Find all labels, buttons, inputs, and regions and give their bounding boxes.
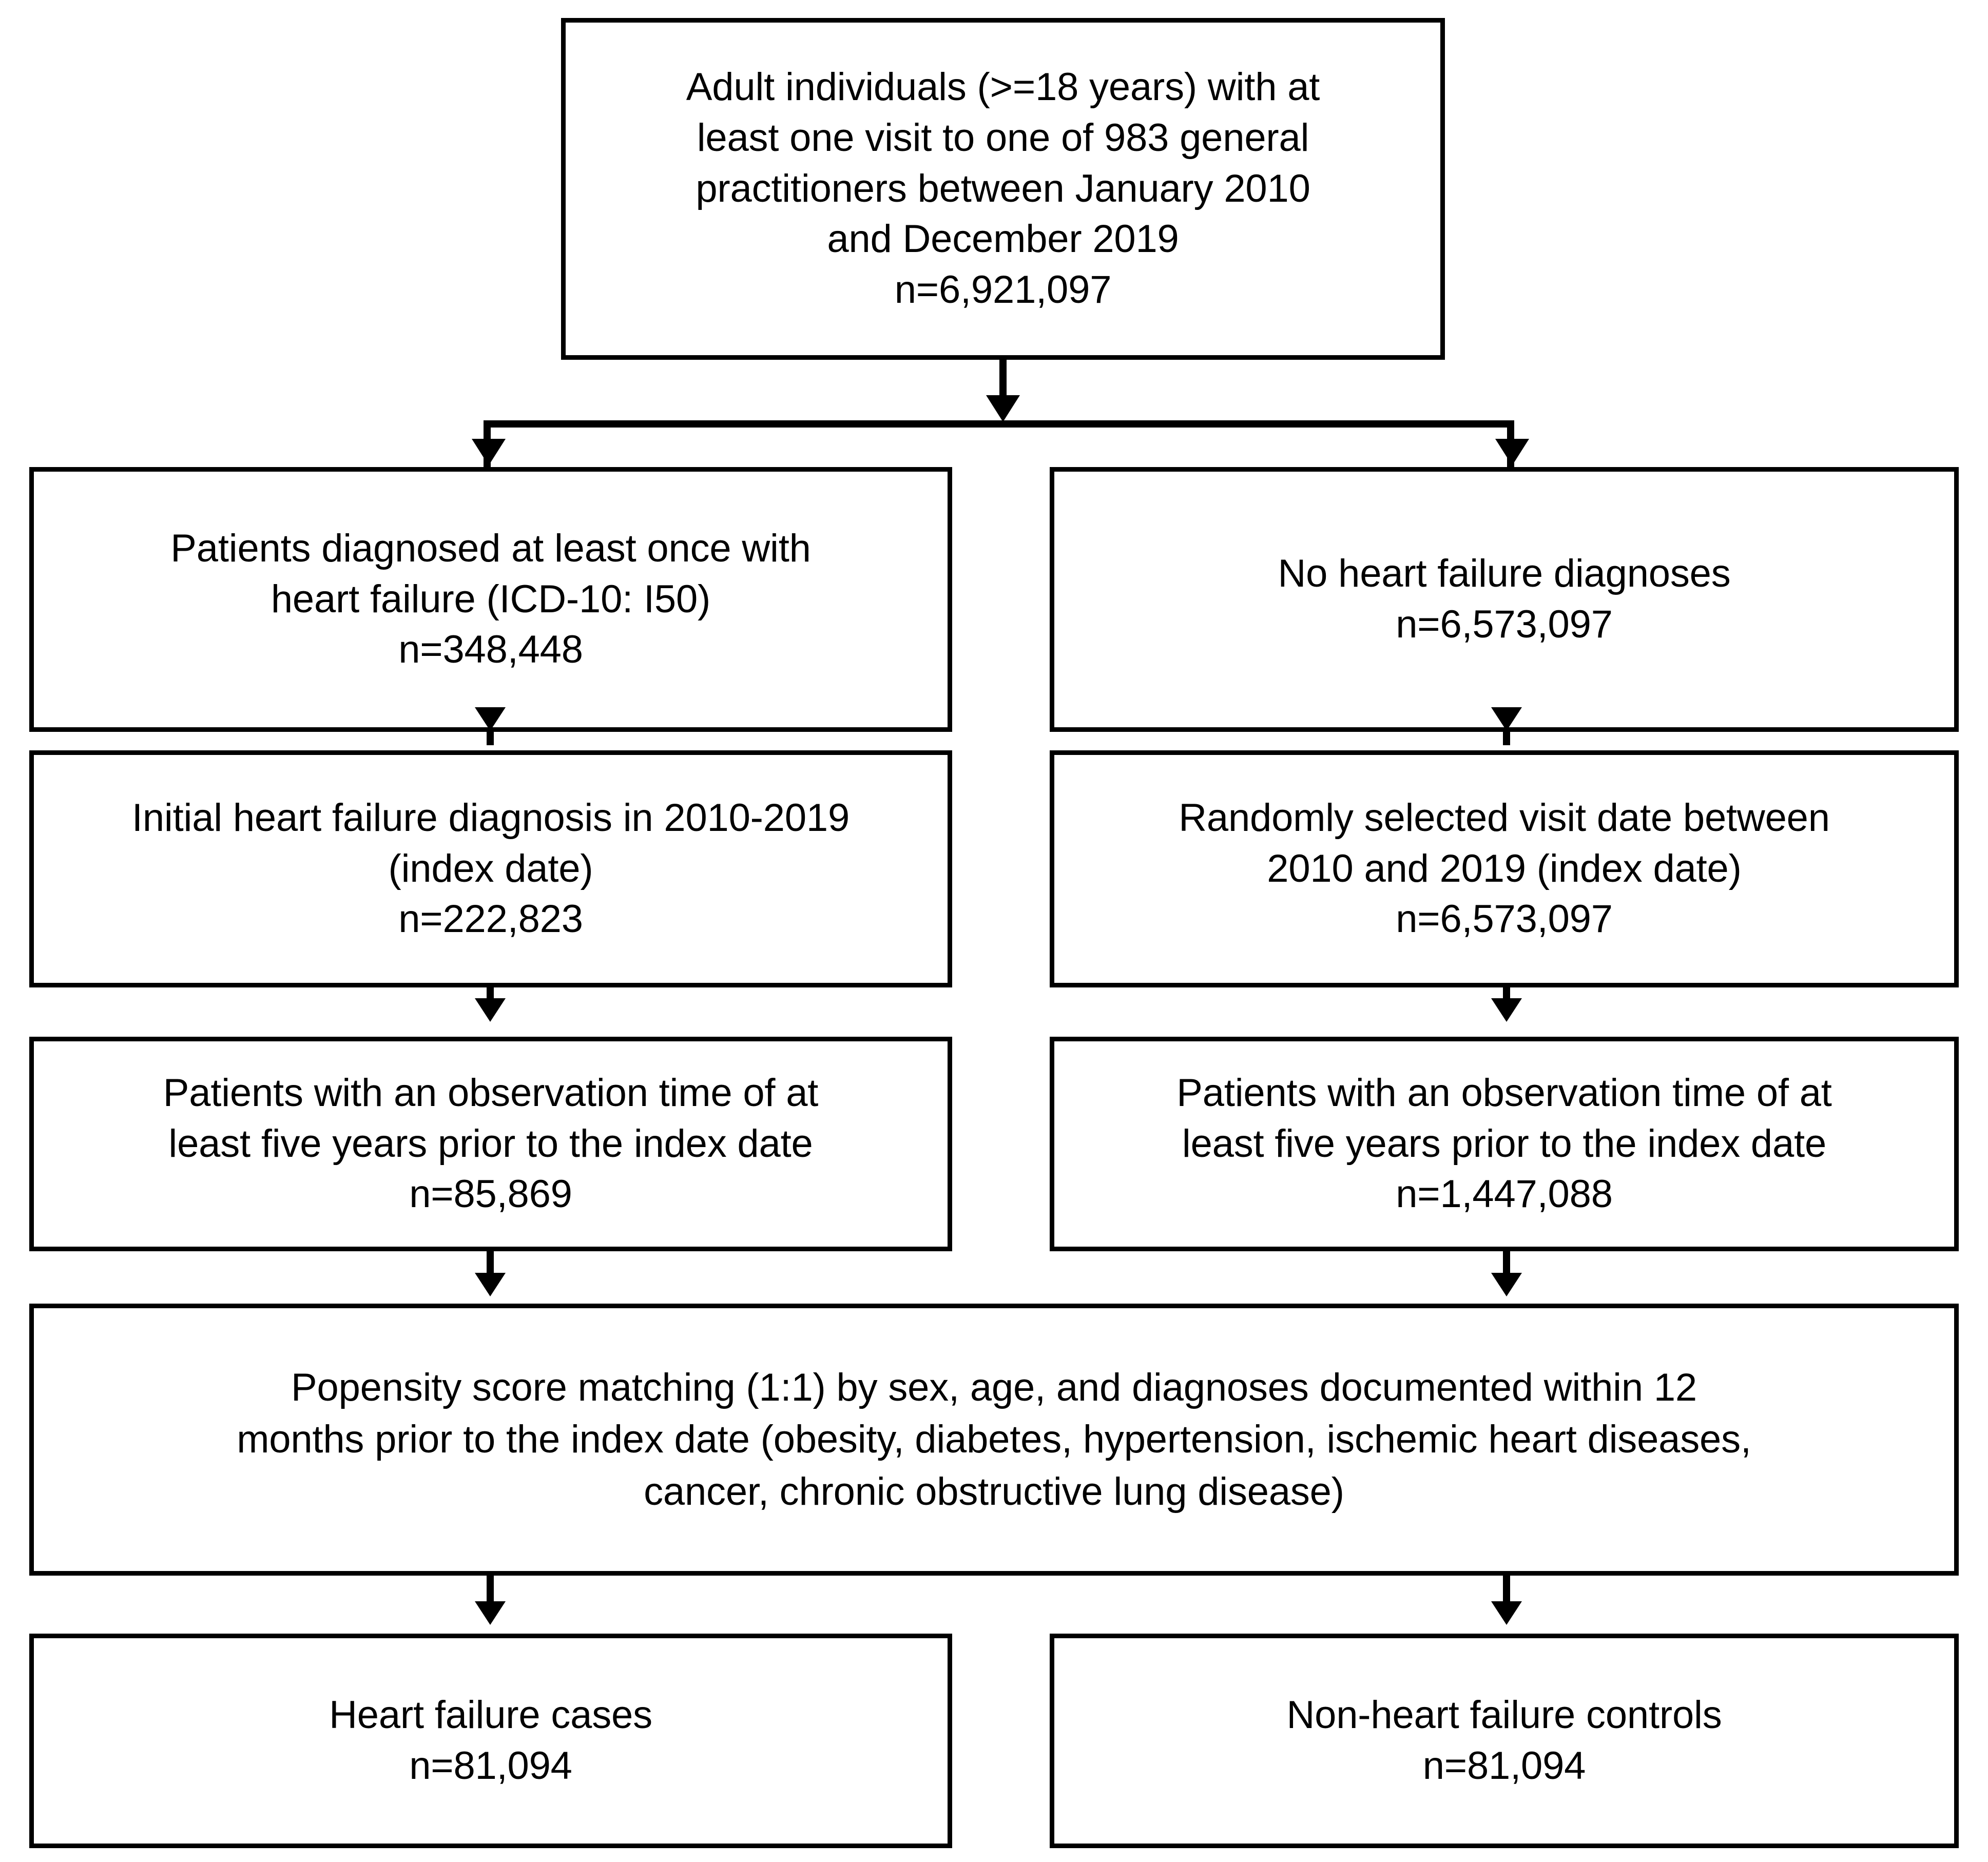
arrow-down-icon-left-branch xyxy=(472,439,506,466)
node-no-hf-index-date: Randomly selected visit date between 201… xyxy=(1050,750,1959,987)
arrow-down-icon-left-3 xyxy=(475,1273,506,1296)
node-hf-diagnosed: Patients diagnosed at least once with he… xyxy=(29,467,952,732)
arrow-down-icon-right-branch xyxy=(1495,439,1529,466)
node-hf-cases-text: Heart failure cases n=81,094 xyxy=(329,1693,652,1788)
arrow-down-icon-right-3 xyxy=(1491,1273,1522,1296)
node-hf-cases: Heart failure cases n=81,094 xyxy=(29,1634,952,1848)
connector-left-3 xyxy=(487,1251,494,1277)
arrow-down-icon-right-4 xyxy=(1491,1601,1522,1625)
node-hf-diagnosed-text: Patients diagnosed at least once with he… xyxy=(170,526,811,672)
arrow-down-icon-left-4 xyxy=(475,1601,506,1625)
node-hf-index-date-text: Initial heart failure diagnosis in 2010-… xyxy=(131,796,850,941)
arrow-down-icon-left-2 xyxy=(475,998,506,1022)
node-hf-controls-text: Non-heart failure controls n=81,094 xyxy=(1286,1693,1722,1788)
node-source-population-text: Adult individuals (>=18 years) with at l… xyxy=(686,65,1320,312)
node-source-population: Adult individuals (>=18 years) with at l… xyxy=(561,18,1445,360)
node-hf-index-date: Initial heart failure diagnosis in 2010-… xyxy=(29,750,952,987)
node-no-hf-diagnoses: No heart failure diagnoses n=6,573,097 xyxy=(1050,467,1959,732)
connector-right-3 xyxy=(1503,1251,1510,1277)
connector-right-4 xyxy=(1503,1576,1510,1607)
arrow-down-icon-left-1 xyxy=(475,707,506,731)
connector-split-bar xyxy=(484,420,1514,428)
node-no-hf-diagnoses-text: No heart failure diagnoses n=6,573,097 xyxy=(1278,552,1731,646)
node-no-hf-observation-time: Patients with an observation time of at … xyxy=(1050,1037,1959,1251)
node-hf-controls: Non-heart failure controls n=81,094 xyxy=(1050,1634,1959,1848)
connector-left-1 xyxy=(487,732,494,745)
connector-right-1 xyxy=(1503,732,1510,745)
node-propensity-score-matching: Popensity score matching (1:1) by sex, a… xyxy=(29,1304,1959,1576)
arrow-down-icon-source xyxy=(986,395,1020,422)
node-no-hf-index-date-text: Randomly selected visit date between 201… xyxy=(1179,796,1830,941)
node-hf-observation-time-text: Patients with an observation time of at … xyxy=(163,1071,819,1216)
arrow-down-icon-right-1 xyxy=(1491,707,1522,731)
connector-left-4 xyxy=(487,1576,494,1607)
connector-source-stem xyxy=(999,360,1007,405)
arrow-down-icon-right-2 xyxy=(1491,998,1522,1022)
node-propensity-score-matching-text: Popensity score matching (1:1) by sex, a… xyxy=(237,1366,1751,1514)
node-no-hf-observation-time-text: Patients with an observation time of at … xyxy=(1176,1071,1832,1216)
node-hf-observation-time: Patients with an observation time of at … xyxy=(29,1037,952,1251)
